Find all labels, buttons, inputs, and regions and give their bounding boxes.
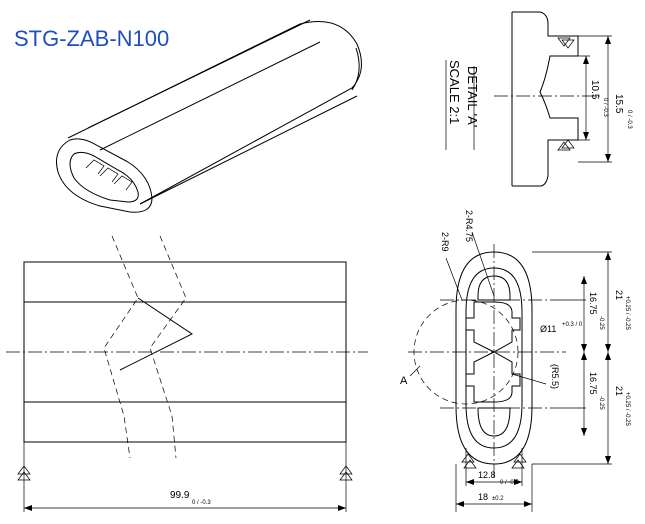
inner-width-tol: 0 / -0.5 bbox=[500, 480, 519, 486]
inner-width-label: 12.8 bbox=[478, 470, 496, 480]
side-length-tol: 0 / -0.3 bbox=[192, 500, 211, 506]
outer-width-label: 18 bbox=[478, 492, 488, 502]
lower-pitch-tol: -0.25 bbox=[598, 396, 604, 410]
detail-10-5-label: 10.5 bbox=[589, 80, 600, 100]
lower-pitch-label: 16.75 bbox=[588, 372, 598, 395]
detail-a-view: 15.5 0 / -0.3 10.5 0 / -0.3 DETAIL 'A' S… bbox=[445, 11, 632, 187]
upper-pitch-label: 16.75 bbox=[588, 292, 598, 315]
radius-5-5-label: (R5.5) bbox=[550, 364, 560, 389]
upper-half-label: 21 bbox=[614, 290, 624, 300]
lower-half-tol: +0.25 / -0.25 bbox=[624, 392, 630, 427]
isometric-view bbox=[56, 19, 362, 213]
detail-15-5-tol: 0 / -0.3 bbox=[626, 110, 632, 129]
detail-label: DETAIL 'A' bbox=[465, 66, 480, 127]
radius-4-75-label: 2-R4.75 bbox=[464, 210, 474, 242]
detail-scale: SCALE 2:1 bbox=[447, 60, 462, 124]
diameter-label: Ø11 bbox=[540, 324, 556, 334]
lower-half-label: 21 bbox=[614, 386, 624, 396]
detail-15-5-label: 15.5 bbox=[613, 94, 624, 114]
side-view: 99.9 0 / -0.3 bbox=[6, 235, 368, 512]
side-length-label: 99.9 bbox=[170, 490, 190, 501]
part-number-title: STG-ZAB-N100 bbox=[14, 26, 170, 51]
end-view: 2-R4.75 2-R9 Ø11 +0.3 / 0 16.75 -0.25 16… bbox=[400, 210, 630, 512]
detail-ref-label: A bbox=[400, 375, 408, 387]
upper-half-tol: +0.25 / -0.25 bbox=[624, 296, 630, 331]
radius-9-label: 2-R9 bbox=[440, 232, 450, 252]
upper-pitch-tol: -0.25 bbox=[598, 316, 604, 330]
outer-width-tol: ±0.2 bbox=[492, 496, 504, 502]
diameter-tol: +0.3 / 0 bbox=[562, 322, 583, 328]
detail-10-5-tol: 0 / -0.3 bbox=[602, 98, 608, 117]
